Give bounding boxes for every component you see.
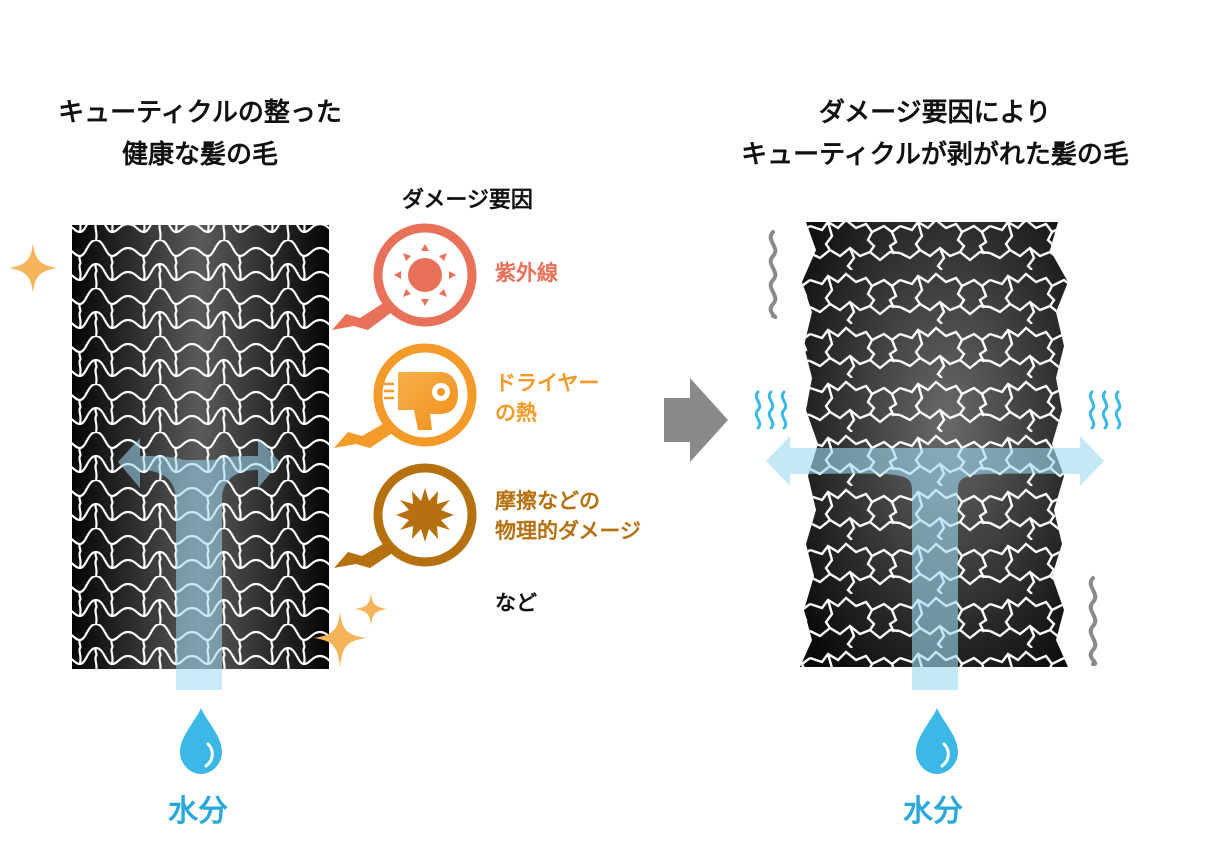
- sparkle-icon: [9, 243, 57, 293]
- sparkle-icon: [314, 612, 366, 668]
- frizz-wave-icon: [1088, 576, 1098, 666]
- dryer-factor-label: ドライヤー の熱: [495, 371, 600, 425]
- sparkle-icon: [355, 593, 387, 626]
- hair-dryer-icon: [384, 372, 458, 430]
- damaged-hair-shaft: [800, 222, 1068, 667]
- etc-label: など: [495, 591, 537, 615]
- dryer-factor-badge: [334, 343, 477, 448]
- water-flow-arrow-left: [118, 438, 280, 690]
- water-label-left: 水分: [168, 794, 228, 829]
- damaged-hair-title: ダメージ要因により キューティクルが剥がれた髪の毛: [741, 98, 1129, 170]
- friction-factor-label: 摩擦などの 物理的ダメージ: [495, 489, 641, 543]
- frizz-wave-icon: [768, 230, 778, 319]
- uv-factor-badge: [332, 223, 477, 330]
- uv-factor-label: 紫外線: [495, 261, 558, 285]
- evaporation-waves-icon: [1088, 390, 1122, 430]
- water-drop-icon: [916, 708, 958, 774]
- water-flow-arrow-right: [766, 436, 1104, 690]
- sun-icon: [394, 244, 456, 306]
- damage-factors-heading: ダメージ要因: [402, 188, 533, 213]
- water-drop-icon: [180, 708, 222, 774]
- water-label-right: 水分: [903, 794, 963, 829]
- transition-arrow: [664, 378, 728, 462]
- friction-burst-icon: [396, 488, 454, 542]
- healthy-hair-shaft: [72, 225, 329, 669]
- friction-factor-badge: [334, 463, 477, 568]
- healthy-hair-title: キューティクルの整った 健康な髪の毛: [58, 98, 342, 170]
- evaporation-waves-icon: [754, 390, 788, 430]
